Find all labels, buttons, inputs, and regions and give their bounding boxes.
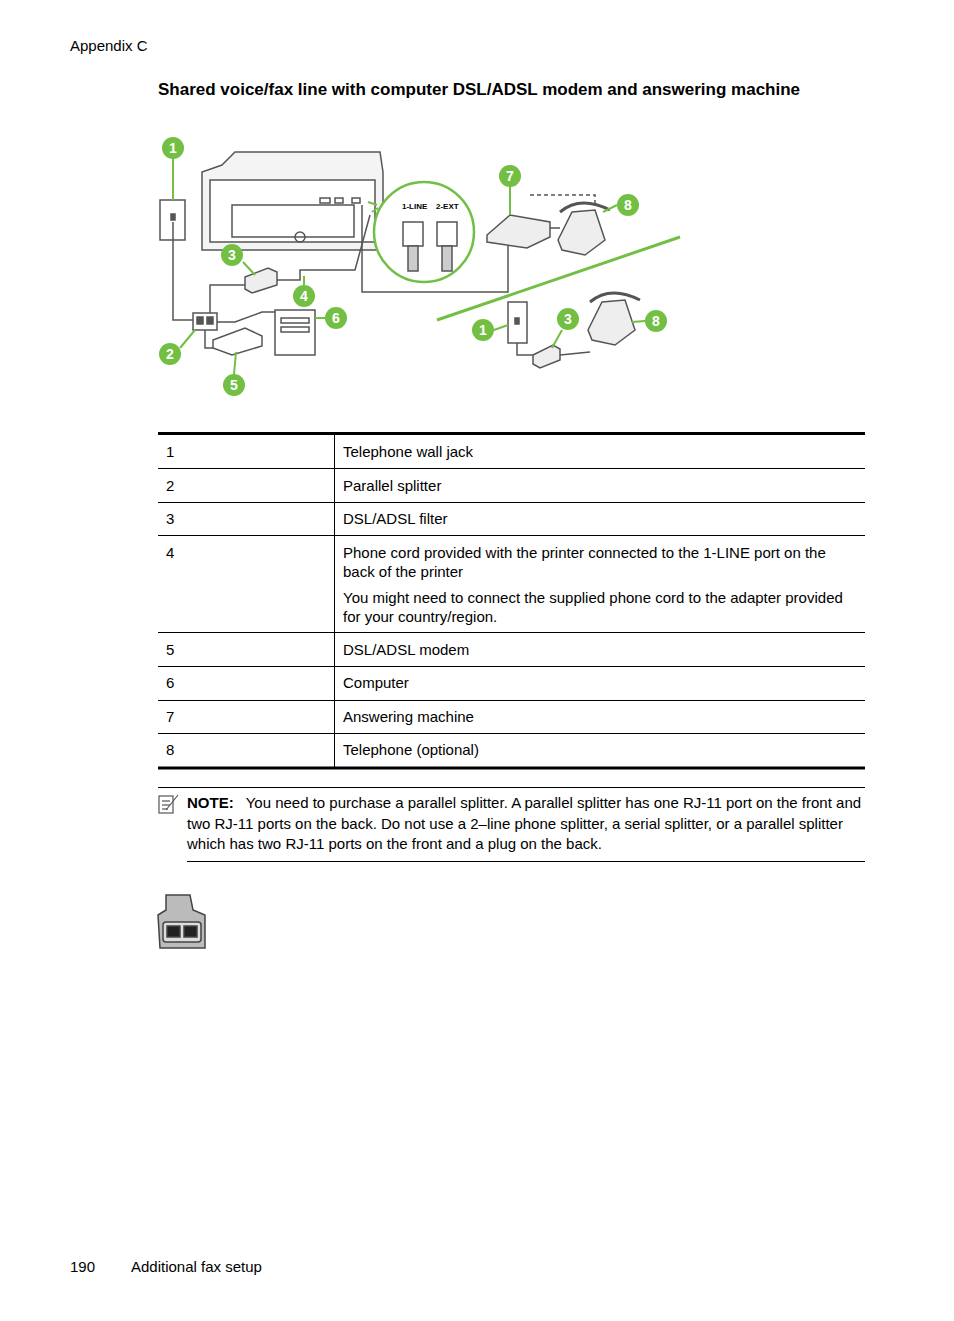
table-cell: 5 xyxy=(166,640,326,659)
table-cell: 8 xyxy=(166,740,326,759)
table-cell: 4 xyxy=(166,543,326,562)
callout-number: 7 xyxy=(499,165,521,187)
page-number: 190 xyxy=(70,1257,95,1276)
note: NOTE:You need to purchase a parallel spl… xyxy=(187,793,865,855)
callout-number: 8 xyxy=(645,310,667,332)
callout-number: 1 xyxy=(472,319,494,341)
header: Appendix C xyxy=(70,36,148,55)
table-cell: 7 xyxy=(166,707,326,726)
table-cell: 2 xyxy=(166,476,326,495)
table-cell: DSL/ADSL modem xyxy=(343,640,858,659)
table-cell: Parallel splitter xyxy=(343,476,858,495)
callout-number: 1 xyxy=(162,137,184,159)
table-cell: Telephone (optional) xyxy=(343,740,858,759)
note-text: You need to purchase a parallel splitter… xyxy=(187,794,861,852)
note-label: NOTE: xyxy=(187,794,234,811)
port-label: 1-LINE xyxy=(402,202,427,211)
callout-number: 8 xyxy=(617,194,639,216)
table-cell: 3 xyxy=(166,509,326,528)
table-cell: 1 xyxy=(166,442,326,461)
table-cell: Answering machine xyxy=(343,707,858,726)
callout-number: 5 xyxy=(223,374,245,396)
callout-number: 3 xyxy=(221,244,243,266)
footer: Additional fax setup xyxy=(131,1257,262,1276)
table-cell: Telephone wall jack xyxy=(343,442,858,461)
callout-number: 6 xyxy=(325,307,347,329)
table-cell: DSL/ADSL filter xyxy=(343,509,858,528)
table-cell: Computer xyxy=(343,673,858,692)
table-cell: Phone cord provided with the printer con… xyxy=(343,543,858,581)
table-cell: 6 xyxy=(166,673,326,692)
table-cell: You might need to connect the supplied p… xyxy=(343,588,858,626)
callout-number: 4 xyxy=(293,285,315,307)
callout-number: 2 xyxy=(159,343,181,365)
page-title: Shared voice/fax line with computer DSL/… xyxy=(158,80,800,100)
callout-number: 3 xyxy=(557,308,579,330)
port-label: 2-EXT xyxy=(436,202,459,211)
